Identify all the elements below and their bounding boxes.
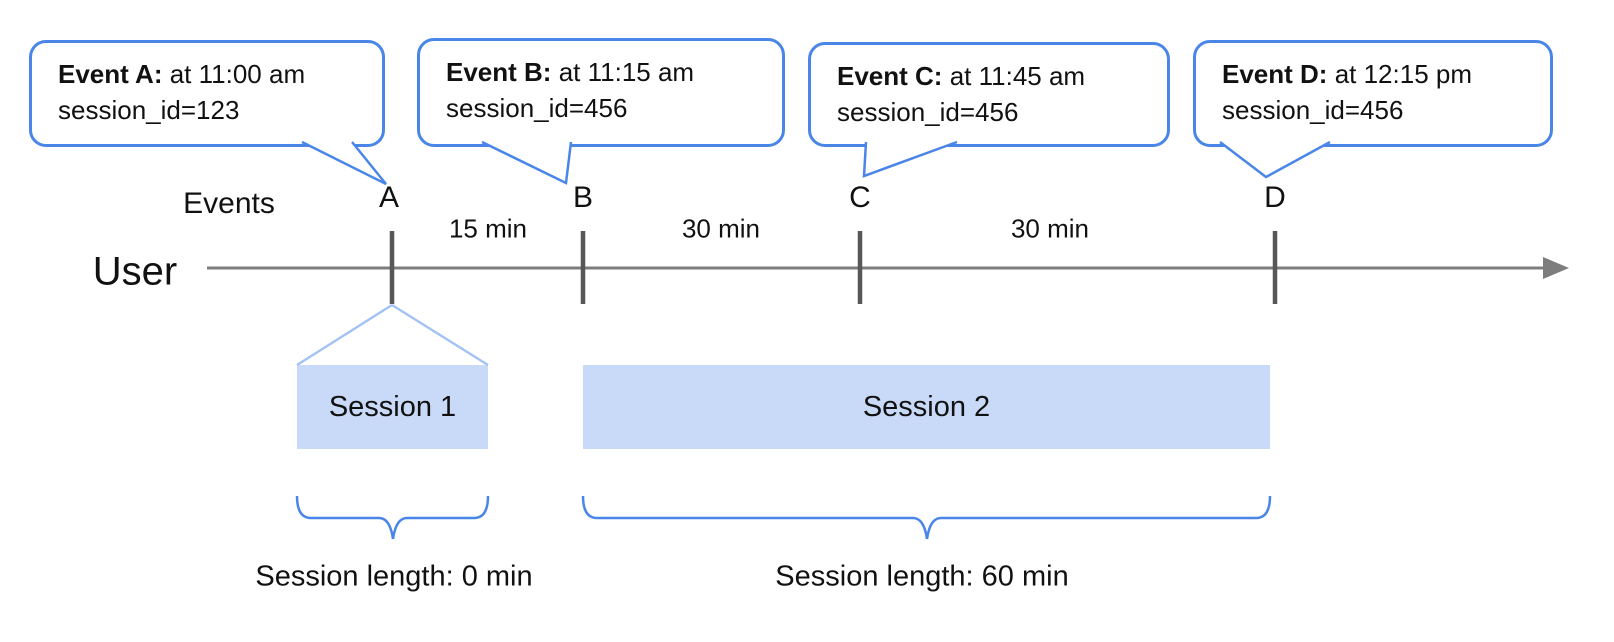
event-letter-a: A <box>378 181 400 214</box>
session2-bar: Session 2 <box>583 365 1270 449</box>
event-d-callout-line1: Event D: at 12:15 pm <box>1222 56 1530 92</box>
event-c-time: at 11:45 am <box>942 61 1086 91</box>
session1-bar-label: Session 1 <box>328 390 457 423</box>
event-b-title: Event B: <box>446 57 552 87</box>
event-d-time: at 12:15 pm <box>1327 59 1473 89</box>
events-row-label: Events <box>183 187 275 220</box>
event-c-title: Event C: <box>837 61 943 91</box>
user-row-label: User <box>92 249 178 294</box>
session1-funnel-lines <box>296 303 489 367</box>
event-c-callout: Event C: at 11:45 am session_id=456 <box>808 42 1170 147</box>
gap-label-c-d: 30 min <box>1010 213 1090 244</box>
event-c-callout-line1: Event C: at 11:45 am <box>837 58 1147 94</box>
gap-label-a-b: 15 min <box>448 213 528 244</box>
event-c-callout-tail <box>862 140 958 178</box>
timeline-arrowhead <box>1543 257 1569 279</box>
gap-label-b-c: 30 min <box>681 213 761 244</box>
event-a-session-id: session_id=123 <box>58 95 240 125</box>
event-a-callout-line1: Event A: at 11:00 am <box>58 56 362 92</box>
event-a-time: at 11:00 am <box>162 59 306 89</box>
session1-length-label: Session length: 0 min <box>255 560 533 593</box>
event-d-callout-tail <box>1219 140 1331 179</box>
event-d-session-id: session_id=456 <box>1222 95 1404 125</box>
event-b-callout-line1: Event B: at 11:15 am <box>446 54 762 90</box>
session1-brace <box>295 495 490 540</box>
event-b-callout-tail <box>481 140 573 185</box>
event-b-time: at 11:15 am <box>551 57 695 87</box>
event-b-session-id: session_id=456 <box>446 93 628 123</box>
event-c-session-id: session_id=456 <box>837 97 1019 127</box>
session1-bar: Session 1 <box>297 365 488 449</box>
event-a-callout: Event A: at 11:00 am session_id=123 <box>29 40 385 147</box>
event-letter-b: B <box>572 181 594 214</box>
event-d-title: Event D: <box>1222 59 1328 89</box>
event-letter-c: C <box>849 181 871 214</box>
session2-brace <box>581 495 1272 540</box>
session2-bar-label: Session 2 <box>862 390 991 423</box>
event-d-callout: Event D: at 12:15 pm session_id=456 <box>1193 40 1553 147</box>
event-b-callout: Event B: at 11:15 am session_id=456 <box>417 38 785 147</box>
session2-length-label: Session length: 60 min <box>775 560 1069 593</box>
event-a-callout-tail <box>301 140 387 186</box>
event-letter-d: D <box>1264 181 1286 214</box>
event-a-title: Event A: <box>58 59 163 89</box>
